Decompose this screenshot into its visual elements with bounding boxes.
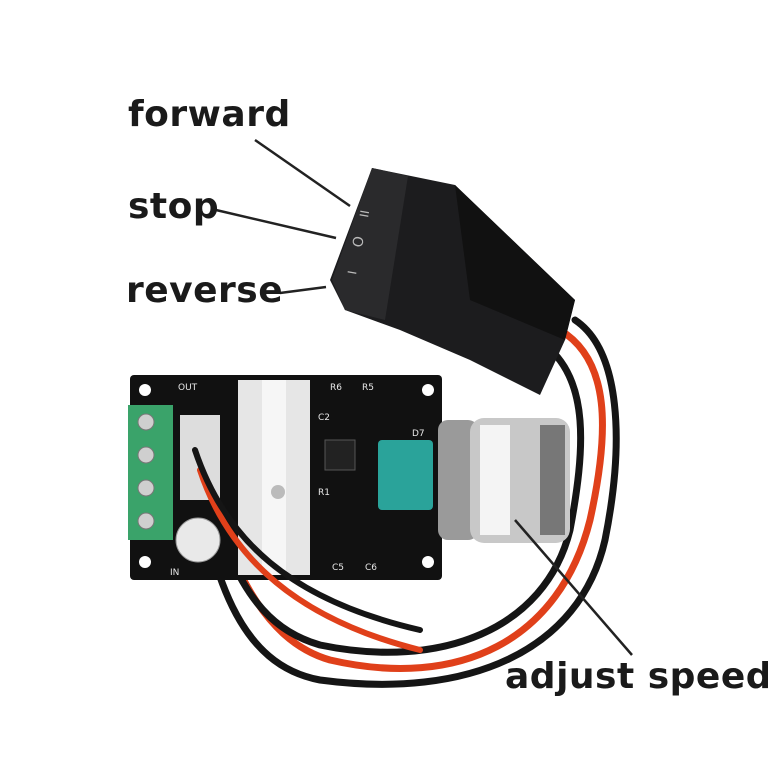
pwm-board: OUT IN R6 R5 C2 D7 R1 C5 C6: [128, 375, 442, 580]
reverse-leader-line: [279, 285, 327, 295]
label-forward: forward: [128, 94, 291, 135]
silk-r5: R5: [362, 383, 374, 393]
rocker-switch[interactable]: II O I: [330, 168, 575, 395]
switch-symbol-reverse: I: [345, 270, 359, 276]
label-stop: stop: [128, 186, 220, 227]
silk-r6: R6: [330, 383, 342, 393]
wires: [186, 316, 620, 688]
label-reverse: reverse: [126, 270, 284, 311]
silk-out: OUT: [178, 383, 198, 393]
silk-c2: C2: [318, 413, 330, 423]
silk-c5: C5: [332, 563, 344, 573]
potentiometer: [378, 440, 433, 510]
silk-d7: D7: [412, 429, 425, 439]
label-adjust-speed: adjust speed: [505, 656, 768, 697]
silk-in: IN: [170, 568, 179, 578]
stop-leader-line: [215, 208, 337, 240]
silk-c6: C6: [365, 563, 377, 573]
forward-leader-line: [254, 138, 351, 208]
switch-symbol-forward: II: [357, 209, 372, 218]
ic-chip: [324, 439, 356, 471]
speed-knob[interactable]: [438, 418, 570, 543]
silk-r1: R1: [318, 488, 330, 498]
capacitor: [175, 517, 221, 563]
switch-symbol-stop: O: [350, 235, 368, 249]
adjust-speed-leader-line: [514, 519, 633, 656]
